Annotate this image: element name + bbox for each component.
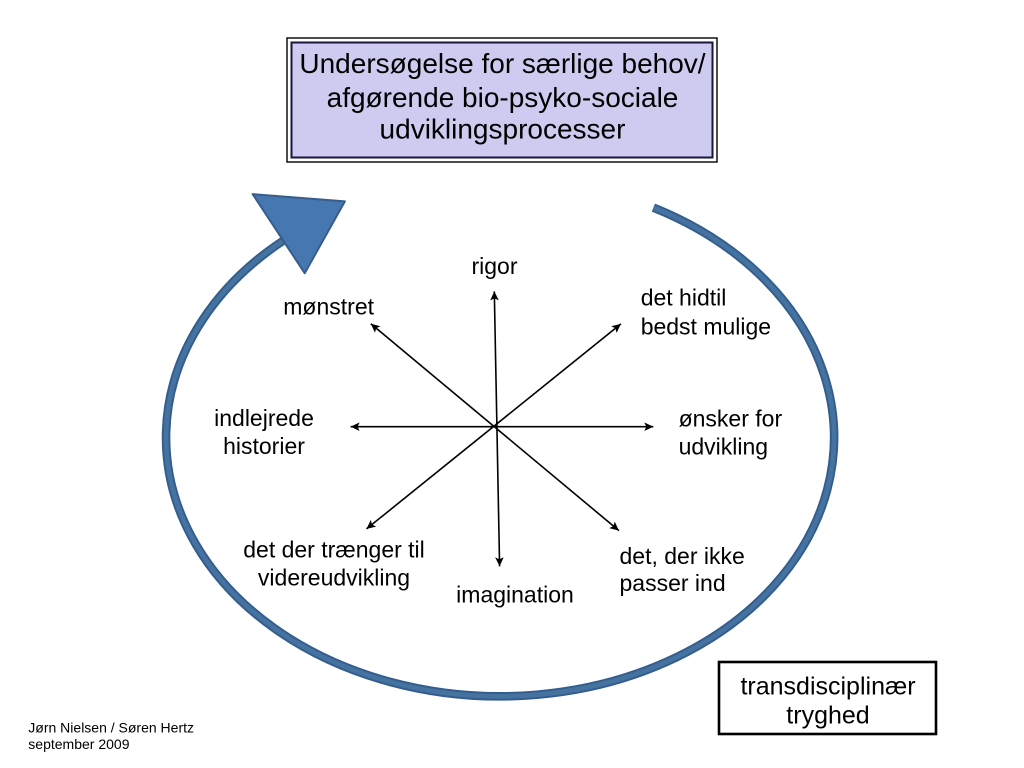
svg-text:udvikling: udvikling xyxy=(679,434,769,460)
svg-text:historier: historier xyxy=(223,433,305,459)
svg-text:mønstret: mønstret xyxy=(283,293,374,319)
svg-text:tryghed: tryghed xyxy=(786,702,869,730)
svg-text:Jørn Nielsen / Søren Hertz: Jørn Nielsen / Søren Hertz xyxy=(28,720,194,736)
svg-text:ønsker for: ønsker for xyxy=(679,406,783,432)
svg-text:bedst mulige: bedst mulige xyxy=(641,314,771,340)
svg-text:udviklingsprocesser: udviklingsprocesser xyxy=(380,114,626,145)
svg-text:transdisciplinær: transdisciplinær xyxy=(740,672,915,700)
svg-text:det der trænger til: det der trænger til xyxy=(243,537,425,563)
svg-text:imagination: imagination xyxy=(456,581,574,607)
svg-text:passer ind: passer ind xyxy=(620,570,726,596)
svg-text:videreudvikling: videreudvikling xyxy=(258,564,410,590)
svg-text:det hidtil: det hidtil xyxy=(641,285,727,311)
svg-text:september 2009: september 2009 xyxy=(28,736,129,752)
svg-text:det, der ikke: det, der ikke xyxy=(620,543,745,569)
svg-text:afgørende bio-psyko-sociale: afgørende bio-psyko-sociale xyxy=(327,82,679,113)
svg-text:Undersøgelse for særlige behov: Undersøgelse for særlige behov/ xyxy=(299,48,705,79)
svg-text:indlejrede: indlejrede xyxy=(214,405,314,431)
svg-text:rigor: rigor xyxy=(471,253,517,279)
